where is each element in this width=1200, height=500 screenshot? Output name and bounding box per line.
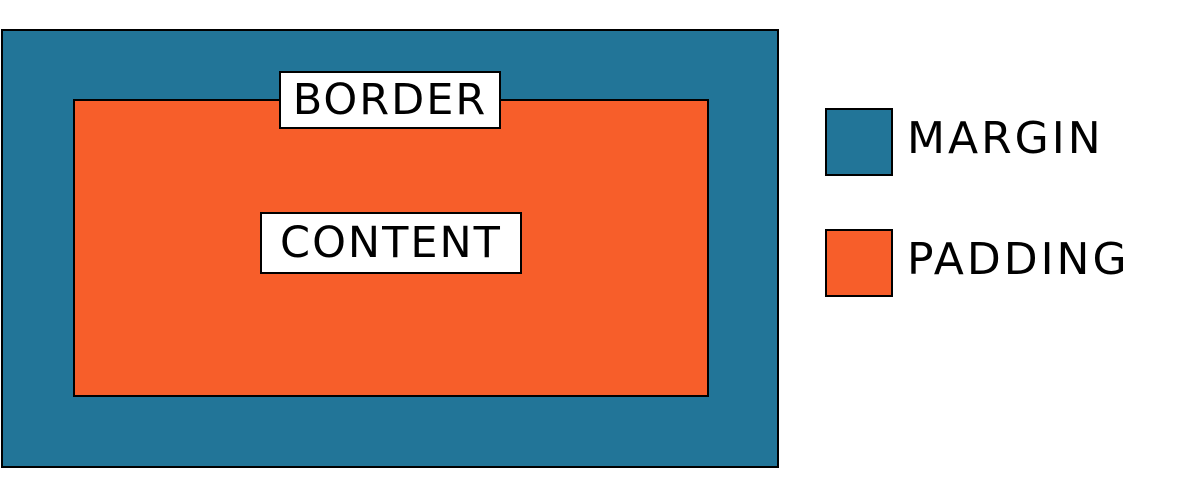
content-label: CONTENT bbox=[260, 212, 522, 274]
legend-label-padding: PADDING bbox=[907, 234, 1130, 285]
content-label-text: CONTENT bbox=[280, 217, 502, 268]
border-label: BORDER bbox=[279, 71, 501, 129]
legend-label-margin: MARGIN bbox=[907, 113, 1104, 164]
legend-swatch-padding bbox=[825, 229, 893, 297]
border-label-text: BORDER bbox=[292, 74, 488, 125]
legend-swatch-margin bbox=[825, 108, 893, 176]
